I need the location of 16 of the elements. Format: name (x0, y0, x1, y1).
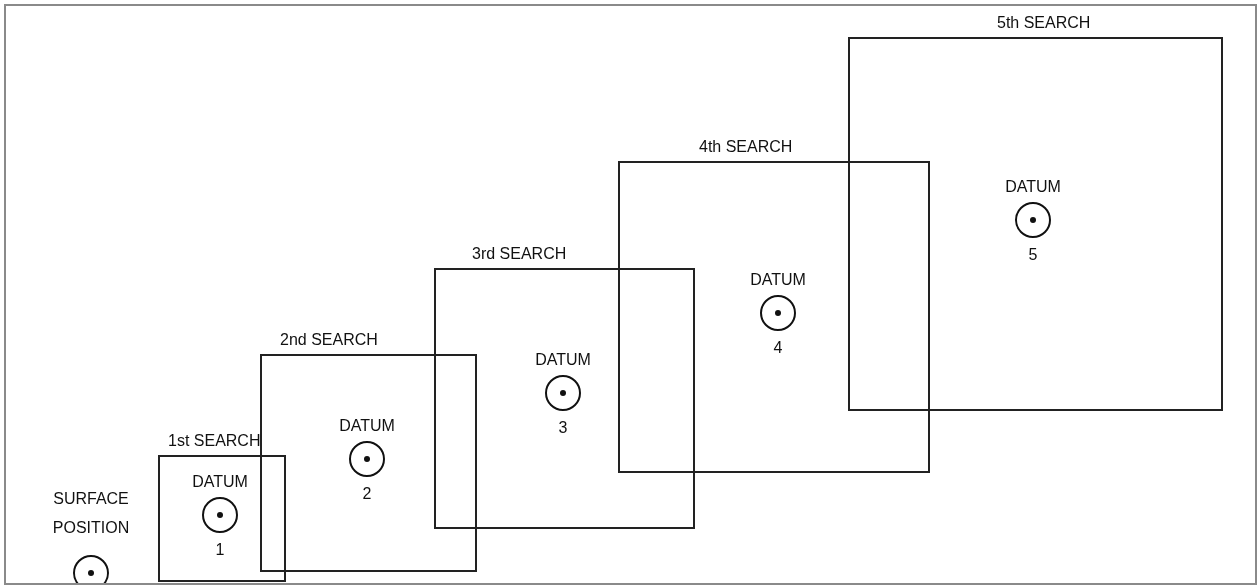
search-heading: 5th SEARCH (997, 13, 1091, 33)
datum-label: DATUM (535, 350, 591, 370)
datum-label: DATUM (1005, 177, 1061, 197)
datum-label: DATUM (192, 472, 248, 492)
datum-number: 4 (773, 338, 783, 358)
datum-number: 1 (215, 540, 225, 560)
search-heading: 1st SEARCH (168, 431, 261, 451)
search-heading: 2nd SEARCH (280, 330, 378, 350)
datum-number: 3 (558, 418, 568, 438)
search-heading: 3rd SEARCH (472, 244, 567, 264)
surface-position-label: SURFACE POSITION (51, 489, 131, 538)
search-heading: 4th SEARCH (699, 137, 793, 157)
datum-label: DATUM (339, 416, 395, 436)
datum-label: DATUM (750, 270, 806, 290)
datum-number: 5 (1028, 245, 1038, 265)
datum-number: 2 (362, 484, 372, 504)
